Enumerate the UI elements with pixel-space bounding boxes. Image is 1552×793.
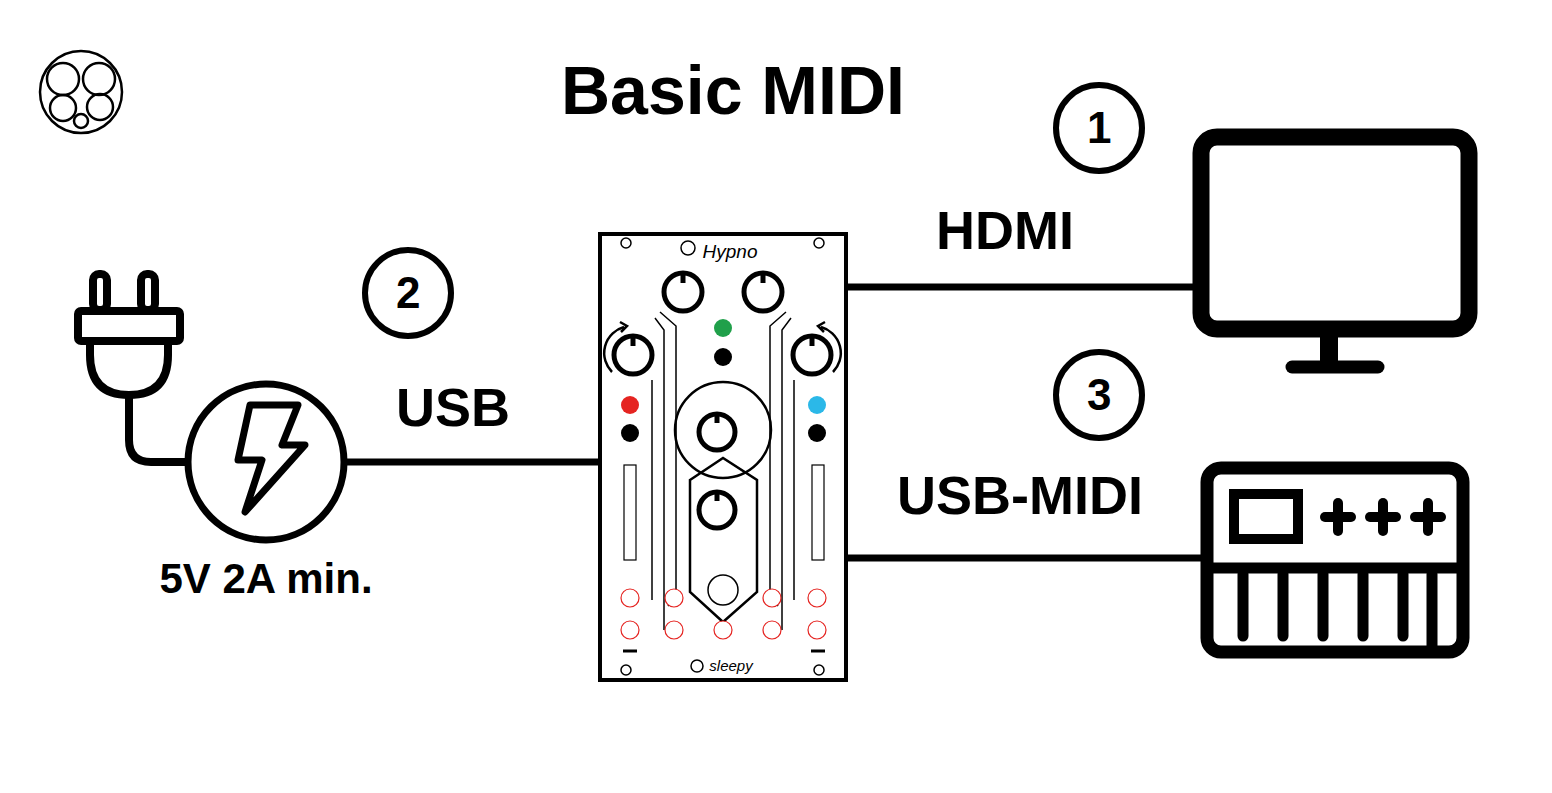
logo [40, 51, 122, 133]
module-panel: Hypno sleepy [598, 232, 848, 682]
callout-number: 2 [396, 271, 420, 315]
module-face [604, 238, 841, 675]
usb-cable [345, 459, 598, 466]
lightning-symbol [238, 405, 305, 512]
wires [848, 287, 1202, 558]
callout-number: 1 [1087, 106, 1111, 150]
callout-circles [365, 85, 1142, 438]
keyboard-icon [1207, 468, 1463, 652]
power-plug [78, 274, 186, 462]
monitor-icon [1201, 137, 1469, 367]
power-spec: 5V 2A min. [159, 558, 372, 600]
brand-name: sleepy [693, 658, 752, 673]
power-circle [184, 380, 348, 544]
module-name: Hypno [689, 242, 758, 261]
connection-label: HDMI [936, 203, 1074, 257]
diagram-title: Basic MIDI [561, 56, 905, 124]
connection-label: USB-MIDI [897, 468, 1143, 522]
callout-number: 3 [1087, 373, 1111, 417]
connection-label: USB [396, 380, 510, 434]
power-supply: 5V 2A min. [184, 380, 348, 544]
